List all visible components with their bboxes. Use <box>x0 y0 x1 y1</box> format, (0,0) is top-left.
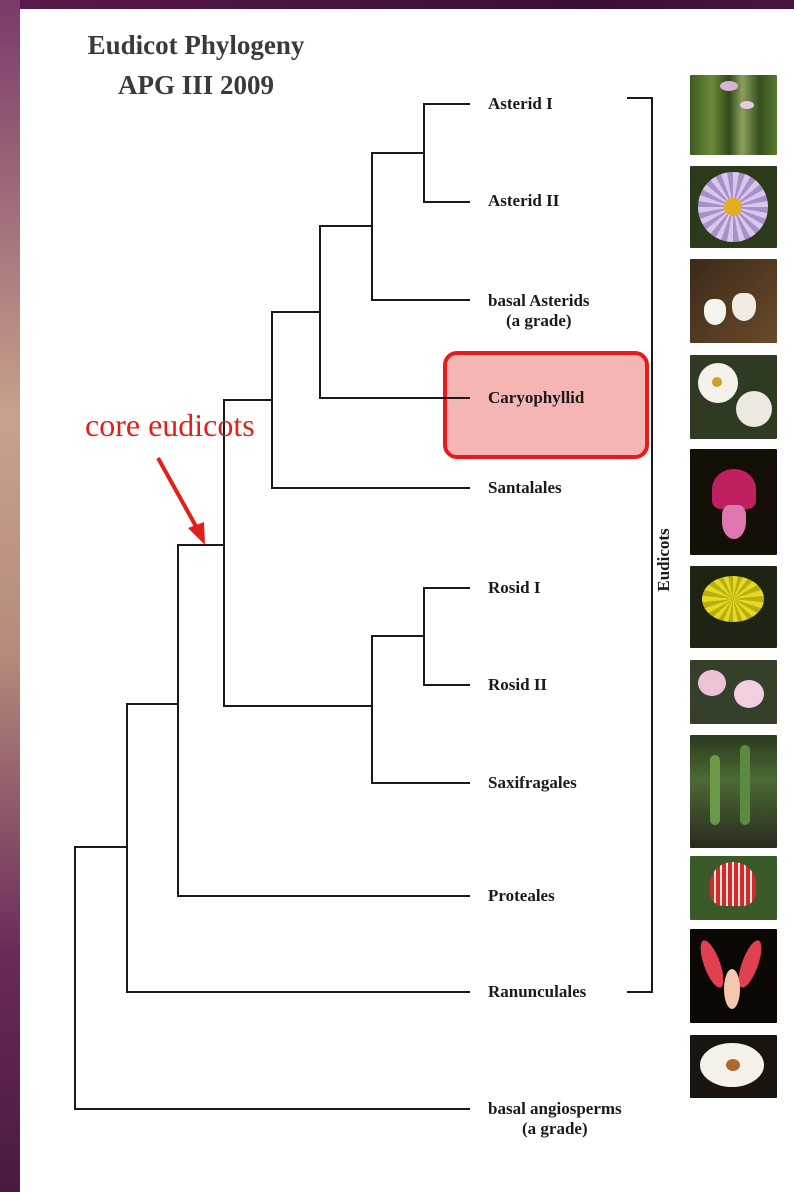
white-rose-flower-photo <box>690 355 777 439</box>
leaf-asterid2: Asterid II <box>488 191 559 211</box>
core-eudicots-label: core eudicots <box>85 407 255 444</box>
leaf-santalales: Santalales <box>488 478 562 498</box>
aster-daisy-photo <box>690 166 777 248</box>
leaf-rosid2: Rosid II <box>488 675 547 695</box>
leaf-caryophyllid: Caryophyllid <box>488 388 584 408</box>
leaf-basal-asterids-sub: (a grade) <box>488 311 590 331</box>
branch-core-upper-lower <box>224 400 372 706</box>
branch-rosids-saxi <box>372 636 470 783</box>
branch-caryo-santal <box>272 312 470 488</box>
red-protea-photo <box>690 856 777 920</box>
leaf-ranunculales: Ranunculales <box>488 982 586 1002</box>
grass-flower-photo <box>690 75 777 155</box>
leaf-rosid1: Rosid I <box>488 578 540 598</box>
yellow-succulent-flower-photo <box>690 566 777 648</box>
white-magnolia-photo <box>690 1035 777 1098</box>
pink-blossom-photo <box>690 660 777 724</box>
leaf-basal-asterids: basal Asterids (a grade) <box>488 291 590 331</box>
white-bell-flower-photo <box>690 259 777 343</box>
branch-asterids-caryo <box>320 226 470 398</box>
branch-root <box>75 847 470 1109</box>
branch-rosid1-2 <box>424 588 470 685</box>
leaf-basal-angiosperms-name: basal angiosperms <box>488 1099 622 1118</box>
branch-asterid1-2 <box>424 104 470 202</box>
branch-core-proteales <box>178 545 470 896</box>
leaf-proteales: Proteales <box>488 886 555 906</box>
leaf-basal-angiosperms: basal angiosperms (a grade) <box>488 1099 622 1139</box>
eudicots-bracket <box>627 98 652 992</box>
green-shrub-photo <box>690 735 777 848</box>
branch-asterids-core <box>372 153 470 300</box>
fuchsia-flower-photo <box>690 449 777 555</box>
eudicots-bracket-label: Eudicots <box>654 528 674 591</box>
leaf-basal-angiosperms-sub: (a grade) <box>488 1119 622 1139</box>
leaf-saxifragales: Saxifragales <box>488 773 577 793</box>
leaf-basal-asterids-name: basal Asterids <box>488 291 590 310</box>
leaf-asterid1: Asterid I <box>488 94 553 114</box>
red-columbine-photo <box>690 929 777 1023</box>
core-eudicots-arrow <box>158 458 205 545</box>
